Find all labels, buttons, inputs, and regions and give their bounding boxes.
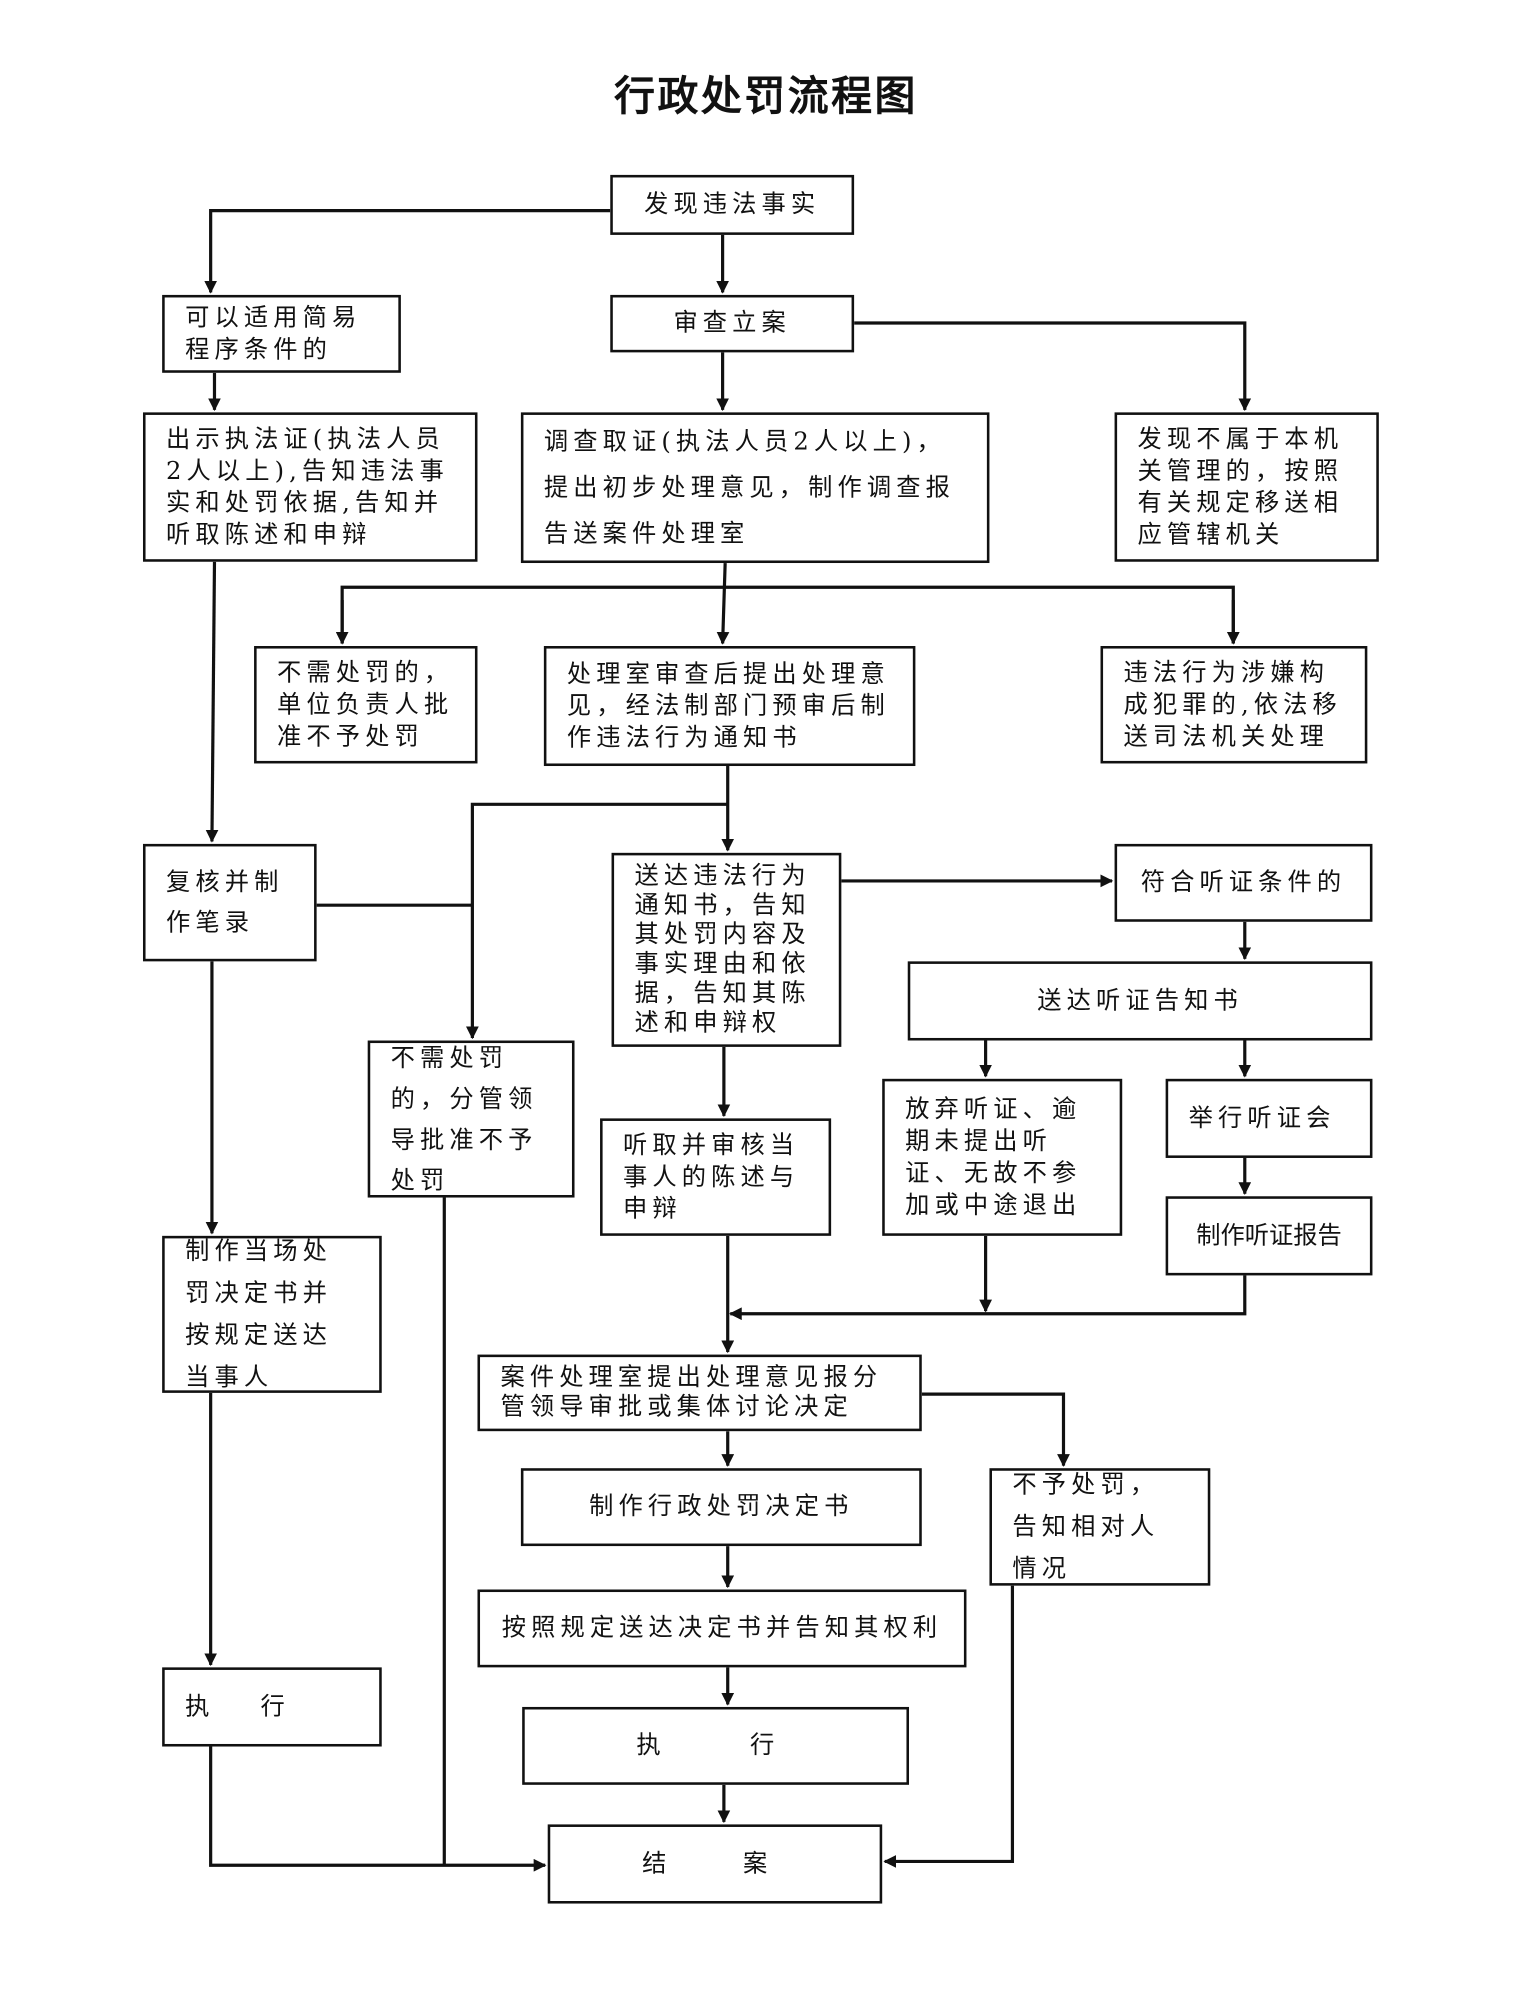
arrow: [921, 1392, 1070, 1467]
node-hearing-report: 制作听证报告: [1165, 1196, 1373, 1276]
node-propose-decision: 案件处理室提出处理意见报分管领导审批或集体讨论决定: [477, 1354, 922, 1432]
node-close-case: 结案: [547, 1824, 883, 1904]
node-execute-center: 执行: [522, 1706, 910, 1785]
arrow: [854, 321, 1252, 412]
node-discover: 发现违法事实: [610, 174, 855, 235]
node-recheck: 复核并制作笔录: [142, 843, 317, 962]
node-execute-left: 执行: [162, 1667, 382, 1747]
node-notify: 送达违法行为通知书，告知其处罚内容及事实理由和依据，告知其陈述和申辩权: [611, 852, 842, 1047]
node-no-penalty-inform: 不予处罚，告知相对人情况: [989, 1468, 1211, 1586]
arrow: [465, 802, 728, 1040]
arrow: [716, 562, 730, 645]
arrow: [883, 1585, 1015, 1868]
node-no-penalty-leader: 不需处罚的，分管领导批准不予处罚: [367, 1040, 575, 1198]
node-hearing-notice: 送达听证告知书: [907, 961, 1373, 1041]
node-hold-hearing: 举行听证会: [1165, 1078, 1373, 1158]
node-waive-hearing: 放弃听证、逾期未提出听证、无故不参加或中途退出: [882, 1078, 1123, 1236]
node-show-certificate: 出示执法证(执法人员2人以上),告知违法事实和处罚依据,告知并听取陈述和申辩: [142, 412, 478, 562]
node-listen-defense: 听取并审核当事人的陈述与申辩: [600, 1118, 832, 1236]
node-transfer-jurisdiction: 发现不属于本机关管理的，按照有关规定移送相应管辖机关: [1114, 412, 1379, 562]
arrow: [340, 585, 1235, 644]
arrow: [728, 1275, 1247, 1321]
node-review-case: 审查立案: [610, 294, 855, 353]
node-no-penalty-unit: 不需处罚的，单位负责人批准不予处罚: [254, 646, 478, 764]
page-title: 行政处罚流程图: [614, 71, 918, 121]
node-office-review: 处理室审查后提出处理意见，经法制部门预审后制作违法行为通知书: [543, 646, 916, 767]
node-investigate: 调查取证(执法人员2人以上)，提出初步处理意见，制作调查报告送案件处理室: [520, 412, 990, 564]
node-deliver-decision: 按照规定送达决定书并告知其权利: [477, 1589, 967, 1668]
node-onsite-decision: 制作当场处罚决定书并按规定送达当事人: [162, 1235, 382, 1393]
node-crime-transfer: 违法行为涉嫌构成犯罪的,依法移送司法机关处理: [1100, 646, 1368, 764]
node-simple-procedure: 可以适用简易程序条件的: [162, 294, 401, 373]
arrow: [204, 209, 611, 294]
arrow: [209, 1746, 547, 1872]
arrow: [205, 561, 219, 843]
node-make-decision: 制作行政处罚决定书: [520, 1468, 922, 1547]
node-hearing-condition: 符合听证条件的: [1114, 843, 1373, 922]
